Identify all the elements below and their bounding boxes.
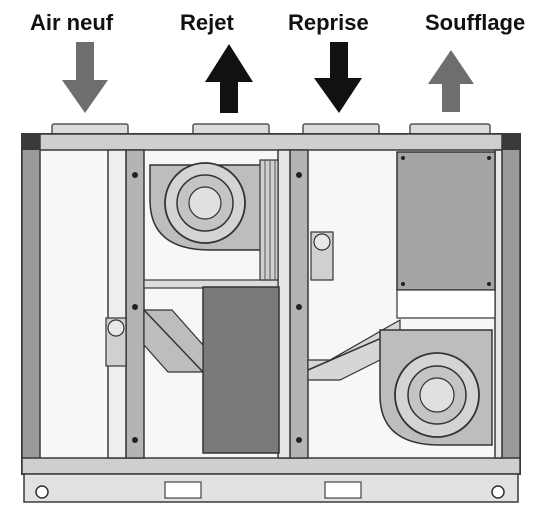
arrow-air-neuf-down-icon <box>62 42 108 113</box>
base-frame <box>23 473 519 503</box>
filter-right <box>310 231 334 281</box>
filter-left <box>105 317 127 367</box>
supply-fan <box>379 329 493 446</box>
label-rejet: Rejet <box>180 10 234 35</box>
label-soufflage: Soufflage <box>425 10 526 35</box>
arrow-rejet-up-icon <box>205 44 253 113</box>
label-reprise: Reprise <box>288 10 369 35</box>
label-air-neuf: Air neuf <box>30 10 114 35</box>
supply-box <box>396 151 496 319</box>
screws <box>132 172 302 443</box>
heat-exchanger <box>202 286 280 454</box>
arrow-reprise-down-icon <box>314 42 362 113</box>
arrow-soufflage-up-icon <box>428 50 474 112</box>
exhaust-fan <box>149 159 279 281</box>
damper-left <box>143 309 204 373</box>
